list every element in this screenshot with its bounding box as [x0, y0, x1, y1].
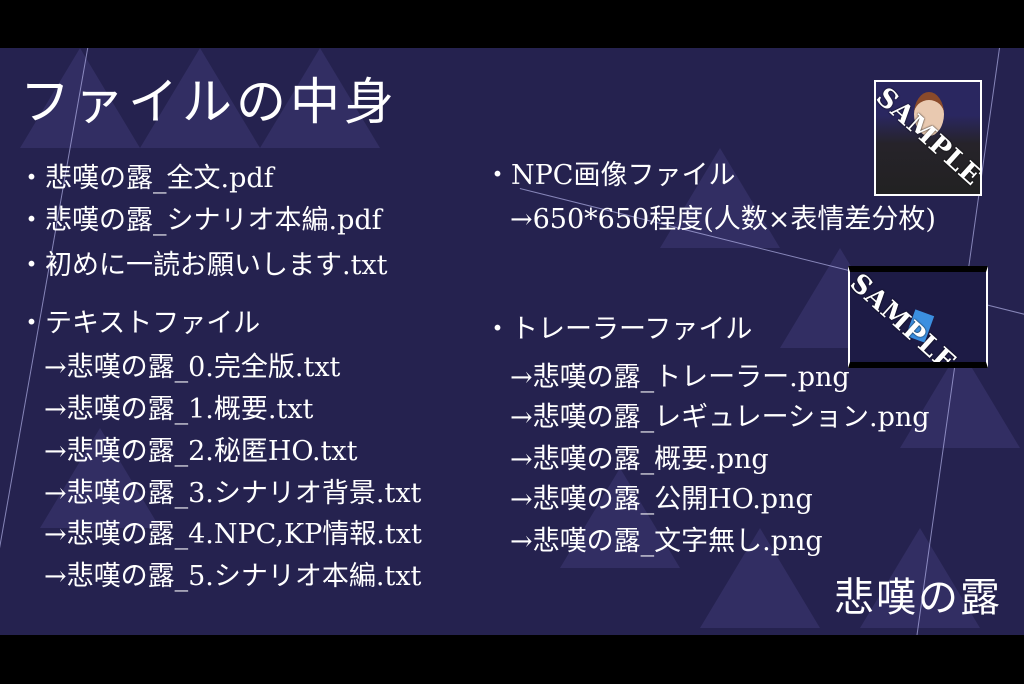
page-title: ファイルの中身 [20, 73, 398, 131]
file-item: →650*650程度(人数×表情差分枚) [510, 204, 936, 235]
file-item: →悲嘆の露_4.NPC,KP情報.txt [44, 519, 422, 550]
section-heading: ・NPC画像ファイル [484, 160, 736, 191]
file-item: →悲嘆の露_概要.png [510, 444, 769, 475]
section-heading: ・トレーラーファイル [484, 314, 753, 345]
file-item: →悲嘆の露_公開HO.png [510, 484, 813, 515]
file-item: ・悲嘆の露_シナリオ本編.pdf [18, 205, 382, 236]
sample-watermark: SAMPLE [848, 268, 962, 368]
file-item: →悲嘆の露_3.シナリオ背景.txt [44, 478, 422, 509]
file-item: →悲嘆の露_文字無し.png [510, 526, 823, 557]
file-item: →悲嘆の露_レギュレーション.png [510, 402, 930, 433]
file-item: ・初めに一読お願いします.txt [18, 250, 388, 281]
file-item: →悲嘆の露_1.概要.txt [44, 394, 314, 425]
trailer-sample-image: SAMPLE [848, 266, 988, 368]
file-item: →悲嘆の露_5.シナリオ本編.txt [44, 561, 422, 592]
npc-sample-image: SAMPLE [874, 80, 982, 196]
npc-head [914, 92, 944, 136]
slide: ファイルの中身 ・悲嘆の露_全文.pdf ・悲嘆の露_シナリオ本編.pdf ・初… [0, 48, 1024, 635]
logo: 悲嘆の露 [834, 575, 1002, 621]
file-item: ・悲嘆の露_全文.pdf [18, 163, 274, 194]
file-item: →悲嘆の露_トレーラー.png [510, 362, 850, 393]
file-item: →悲嘆の露_0.完全版.txt [44, 352, 341, 383]
file-item: →悲嘆の露_2.秘匿HO.txt [44, 436, 358, 467]
section-heading: ・テキストファイル [18, 308, 261, 339]
